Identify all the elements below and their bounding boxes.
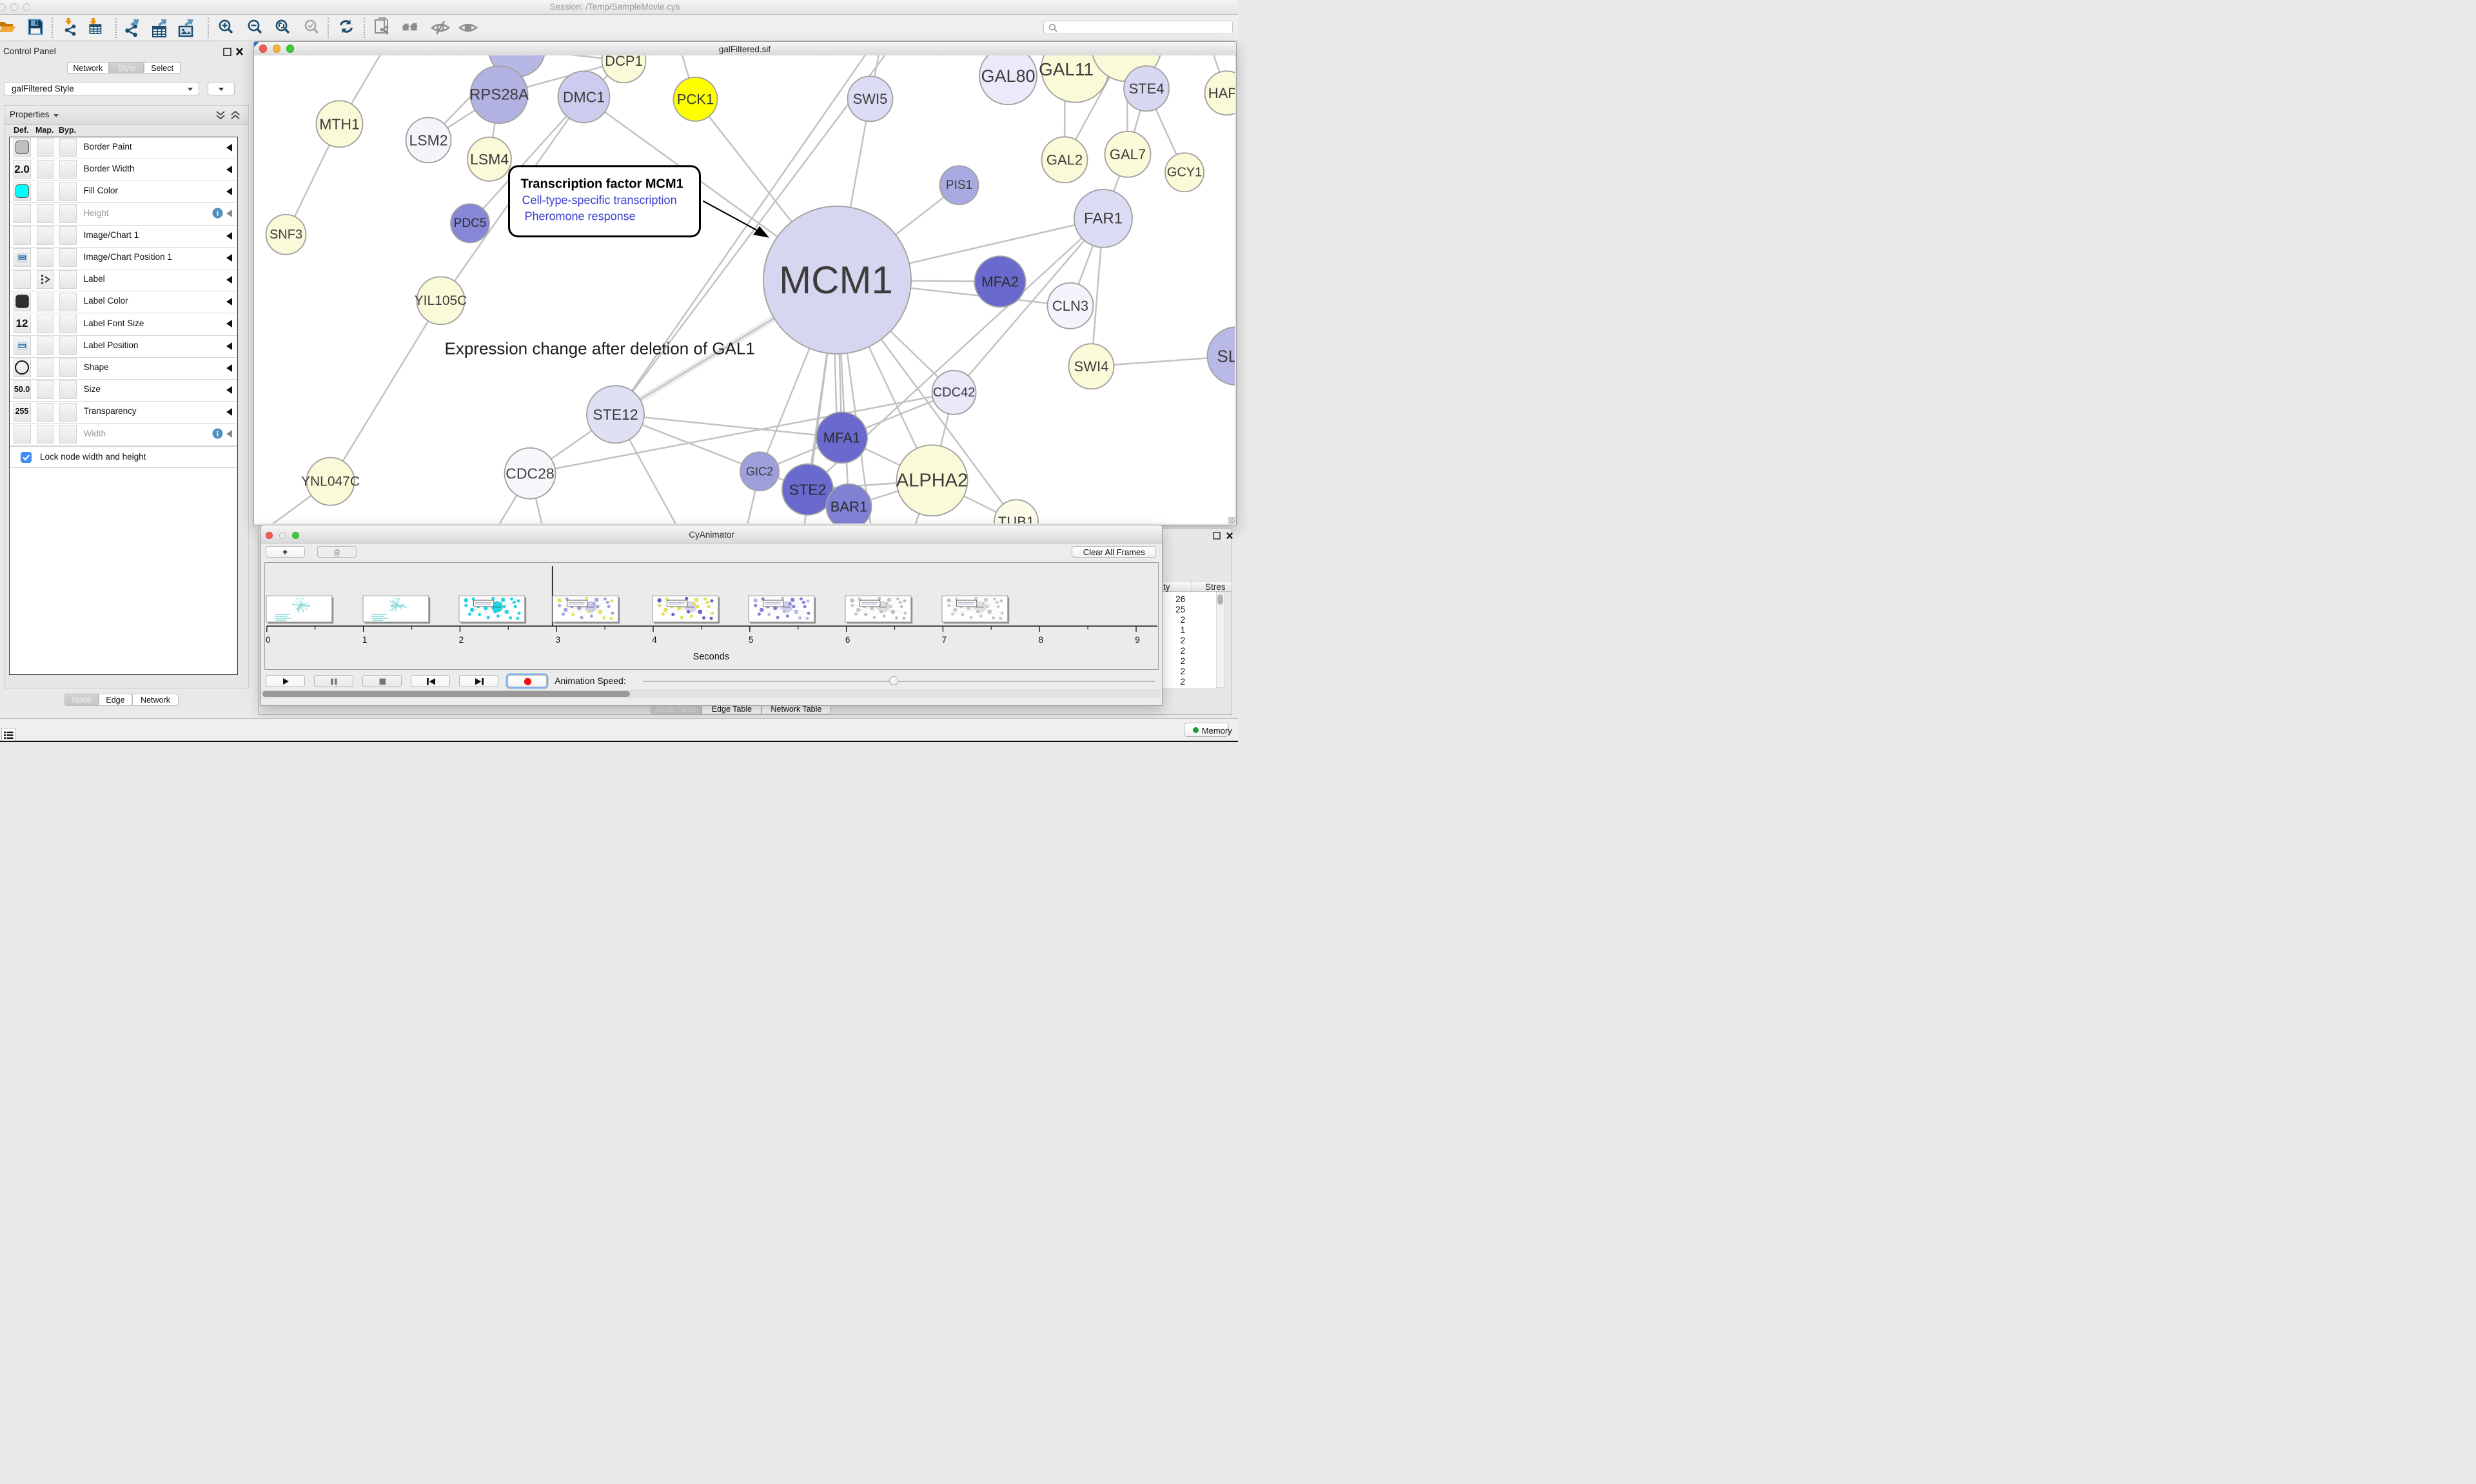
svg-text:Transcription factor MCM1: Transcription factor MCM1 [521,177,683,191]
svg-text:SLT2: SLT2 [1217,346,1235,366]
svg-text:CDC42: CDC42 [933,385,976,399]
svg-text:RPS28A: RPS28A [469,86,529,103]
svg-text:3: 3 [555,636,560,645]
svg-text:2: 2 [459,636,464,645]
svg-text:FAR1: FAR1 [1084,210,1123,227]
svg-text:MFA2: MFA2 [981,273,1018,289]
svg-text:4: 4 [652,636,657,645]
svg-text:SNF3: SNF3 [270,227,302,241]
svg-text:DCP1: DCP1 [605,55,643,69]
svg-text:TUB1: TUB1 [998,513,1034,523]
svg-text:GAL80: GAL80 [981,66,1035,85]
svg-text:Pheromone response: Pheromone response [525,210,636,222]
svg-text:i: i [217,431,219,438]
svg-text:ALPHA2: ALPHA2 [896,470,968,491]
svg-text:GIC2: GIC2 [746,465,773,478]
svg-text:STE12: STE12 [593,405,638,422]
svg-text:MCM1: MCM1 [879,605,888,609]
svg-text:DMC1: DMC1 [563,88,605,105]
svg-text:MCM1: MCM1 [779,258,893,301]
svg-text:BAR1: BAR1 [830,498,867,514]
svg-text:5: 5 [749,636,754,645]
svg-text:MCM1: MCM1 [687,605,695,609]
svg-text:i: i [217,210,219,218]
svg-text:YIL105C: YIL105C [415,293,467,308]
svg-text:PIS1: PIS1 [946,178,972,191]
svg-text:MCM1: MCM1 [976,605,985,609]
svg-text:1: 1 [362,636,368,645]
svg-text:7: 7 [942,636,947,645]
svg-text:8: 8 [1038,636,1043,645]
svg-text:PCK1: PCK1 [677,91,714,107]
svg-text:Cell-type-specific transcripti: Cell-type-specific transcription [522,193,677,206]
svg-text:0: 0 [266,636,271,645]
svg-text:STE4: STE4 [1128,80,1164,96]
svg-text:YNL047C: YNL047C [301,474,360,489]
svg-text:GAL2: GAL2 [1046,151,1083,168]
svg-text:MCM1: MCM1 [493,605,502,609]
svg-text:SWI4: SWI4 [1074,358,1109,374]
svg-text:6: 6 [845,636,850,645]
svg-text:STE2: STE2 [789,481,827,498]
svg-text:GAL11: GAL11 [1039,59,1094,79]
svg-text:MCM1: MCM1 [783,605,791,609]
svg-text:RPS28B: RPS28B [487,55,546,57]
svg-text:HAP2: HAP2 [1208,84,1235,101]
svg-text:MCM1: MCM1 [587,605,595,609]
svg-text:LSM4: LSM4 [470,150,509,167]
svg-text:PDC5: PDC5 [454,216,487,229]
svg-text:LSM2: LSM2 [409,132,447,148]
svg-text:Expression change after deleti: Expression change after deletion of GAL1 [445,338,755,358]
svg-text:Seconds: Seconds [693,652,729,663]
svg-text:CLN3: CLN3 [1052,297,1088,313]
svg-text:GCY1: GCY1 [1167,165,1202,179]
svg-text:9: 9 [1135,636,1140,645]
svg-text:GAL7: GAL7 [1110,146,1146,162]
svg-text:SWI5: SWI5 [853,90,888,106]
svg-text:MTH1: MTH1 [319,115,360,132]
svg-text:MFA1: MFA1 [823,429,860,445]
svg-text:CDC28: CDC28 [506,465,554,482]
